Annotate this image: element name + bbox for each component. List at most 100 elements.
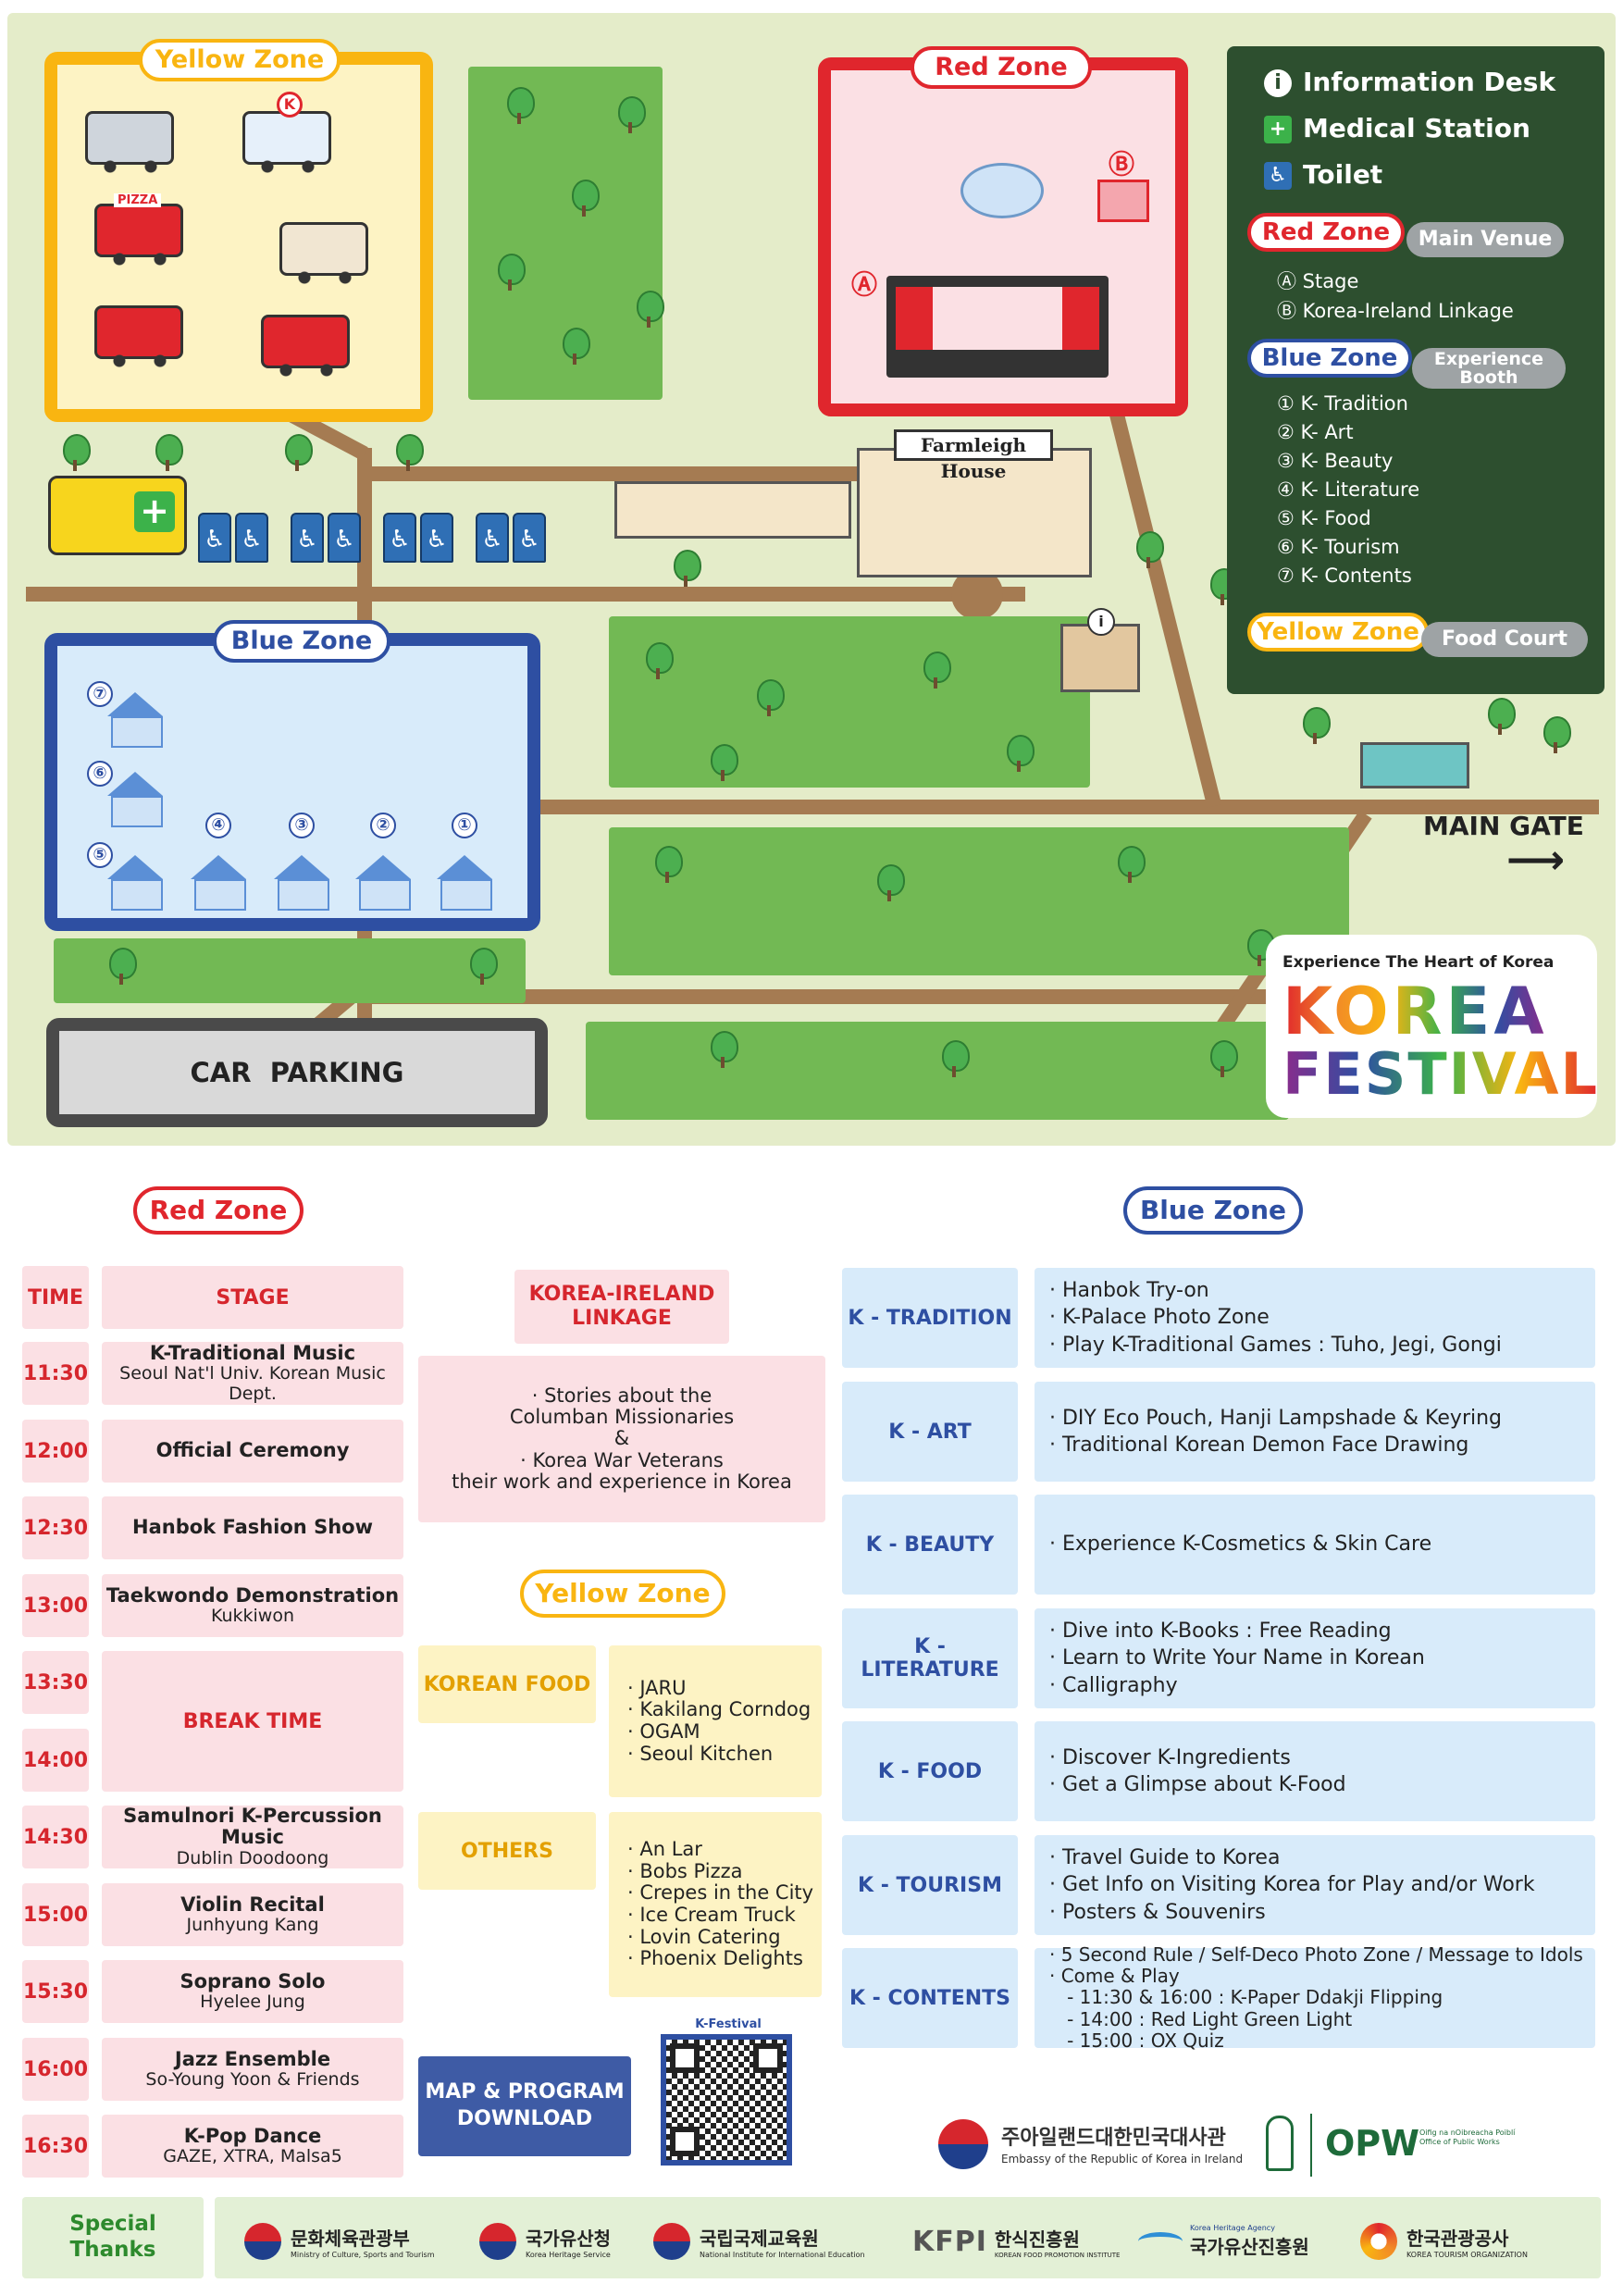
info-icon: i <box>1264 69 1292 97</box>
booth-activity: · Come & Play <box>1049 1965 1180 1988</box>
opw-logo: OPW <box>1325 2123 1420 2164</box>
food-truck: K <box>242 92 331 173</box>
grass-area <box>586 1022 1289 1120</box>
stage-title: Jazz Ensemble <box>174 2047 331 2070</box>
booth-activity: - 15:00 : OX Quiz <box>1049 2029 1224 2052</box>
legend-item: ③ K- Beauty <box>1277 450 1394 472</box>
others-label: OTHERS <box>418 1812 596 1890</box>
tree <box>1007 735 1035 772</box>
stage-title: Hanbok Fashion Show <box>132 1516 373 1539</box>
red-zone-area: Ⓐ Ⓑ <box>818 57 1188 416</box>
toilet-icon: ♿ <box>420 513 453 563</box>
booth-tent <box>107 855 163 911</box>
tree <box>711 744 738 781</box>
booth-activity: · Hanbok Try-on <box>1049 1279 1209 1303</box>
tree <box>757 679 785 716</box>
time-cell: 13:00 <box>22 1574 89 1637</box>
tree <box>498 254 526 291</box>
booth-number: ⑥ <box>87 761 113 787</box>
stage-title: Samulnori K-Percussion Music <box>123 1804 382 1849</box>
booth-activities: · Discover K-Ingredients· Get a Glimpse … <box>1035 1721 1595 1821</box>
booth-number: ⑦ <box>87 681 113 707</box>
legend-item: ④ K- Literature <box>1277 478 1420 501</box>
toilet-icon: ♿ <box>291 513 324 563</box>
burger-truck <box>261 315 350 377</box>
booth-tent <box>437 855 492 911</box>
booth-name: K - FOOD <box>842 1721 1018 1821</box>
tree <box>942 1040 970 1077</box>
festival-logo: Experience The Heart of Korea KOREA FEST… <box>1266 935 1597 1118</box>
festival-title-festival: FESTIVAL <box>1282 1040 1599 1108</box>
booth-tent <box>355 855 411 911</box>
tree <box>63 434 91 471</box>
medical-cross-icon: + <box>1264 116 1292 143</box>
legend-item: ⑤ K- Food <box>1277 507 1371 529</box>
legend-item: ① K- Tradition <box>1277 392 1408 415</box>
wave-logo-icon <box>1138 2232 1183 2251</box>
information-desk: i <box>1060 608 1140 692</box>
break-time-cell: BREAK TIME <box>102 1651 403 1792</box>
legend-item: Ⓐ Stage <box>1277 270 1359 292</box>
korea-emblem-icon <box>244 2223 281 2260</box>
time-cell: 11:30 <box>22 1342 89 1405</box>
toilet-icon: ♿ <box>383 513 416 563</box>
tree <box>563 328 590 365</box>
stage-subtitle: Hyelee Jung <box>200 1992 305 2013</box>
linkage-description: · Stories about the Columban Missionarie… <box>418 1356 825 1522</box>
tree <box>646 642 674 679</box>
booth-number: ④ <box>205 813 231 838</box>
booth-name: K - CONTENTS <box>842 1948 1018 2048</box>
booth-activities: · 5 Second Rule / Self-Deco Photo Zone /… <box>1035 1943 1595 2051</box>
linkage-tent <box>1097 180 1149 222</box>
ambulance: + <box>48 476 187 555</box>
korea-emblem-icon <box>653 2223 690 2260</box>
road <box>370 466 1018 481</box>
booth-activity: - 11:30 & 16:00 : K-Paper Ddakji Flippin… <box>1049 1986 1443 2009</box>
time-cell: 15:30 <box>22 1960 89 2023</box>
info-icon: i <box>1087 608 1115 636</box>
stage-header: STAGE <box>102 1266 403 1329</box>
legend-red-desc: Main Venue <box>1406 222 1564 257</box>
tree <box>572 180 600 217</box>
k-badge: K <box>277 92 303 118</box>
stage <box>886 276 1109 378</box>
program-yellow-zone-title: Yellow Zone <box>520 1570 725 1618</box>
toilet-icon: ♿ <box>328 513 361 563</box>
korean-food-label: KOREAN FOOD <box>418 1645 596 1723</box>
booth-activity: · Posters & Souvenirs <box>1049 1900 1266 1924</box>
booth-name: K - TOURISM <box>842 1835 1018 1935</box>
booth-number: ① <box>452 813 477 838</box>
stage-cell: Hanbok Fashion Show <box>102 1496 403 1559</box>
stage-subtitle: Seoul Nat'l Univ. Korean Music Dept. <box>119 1363 386 1404</box>
tree <box>655 846 683 883</box>
time-cell: 12:30 <box>22 1496 89 1559</box>
booth-activity: · Get Info on Visiting Korea for Play an… <box>1049 1873 1535 1897</box>
road <box>359 800 1599 814</box>
time-cell: 12:00 <box>22 1420 89 1483</box>
booth-activity: · Travel Guide to Korea <box>1049 1846 1281 1870</box>
stage-title: Taekwondo Demonstration <box>105 1583 400 1607</box>
tree <box>1210 1040 1238 1077</box>
booth-activity: · Calligraphy <box>1049 1673 1178 1697</box>
booth-tent <box>191 855 246 911</box>
tree <box>155 434 183 471</box>
booth-activity: · Get a Glimpse about K-Food <box>1049 1773 1346 1796</box>
stage-title: Soprano Solo <box>180 1969 326 1992</box>
qr-code[interactable] <box>661 2034 792 2166</box>
tree <box>507 87 535 124</box>
download-button[interactable]: MAP & PROGRAM DOWNLOAD <box>418 2056 631 2156</box>
opw-subtitle: Oifig na nOibreacha Poiblí Office of Pub… <box>1419 2128 1516 2146</box>
booth-activities: · Experience K-Cosmetics & Skin Care <box>1035 1495 1595 1595</box>
time-cell: 16:00 <box>22 2038 89 2101</box>
legend-item: ⑥ K- Tourism <box>1277 536 1400 558</box>
stage-subtitle: So-Young Yoon & Friends <box>145 2069 360 2091</box>
embassy-korean: 주아일랜드대한민국대사관 <box>1001 2127 1226 2150</box>
booth-tent <box>107 692 163 748</box>
stage-subtitle: Junhyung Kang <box>186 1915 319 1936</box>
